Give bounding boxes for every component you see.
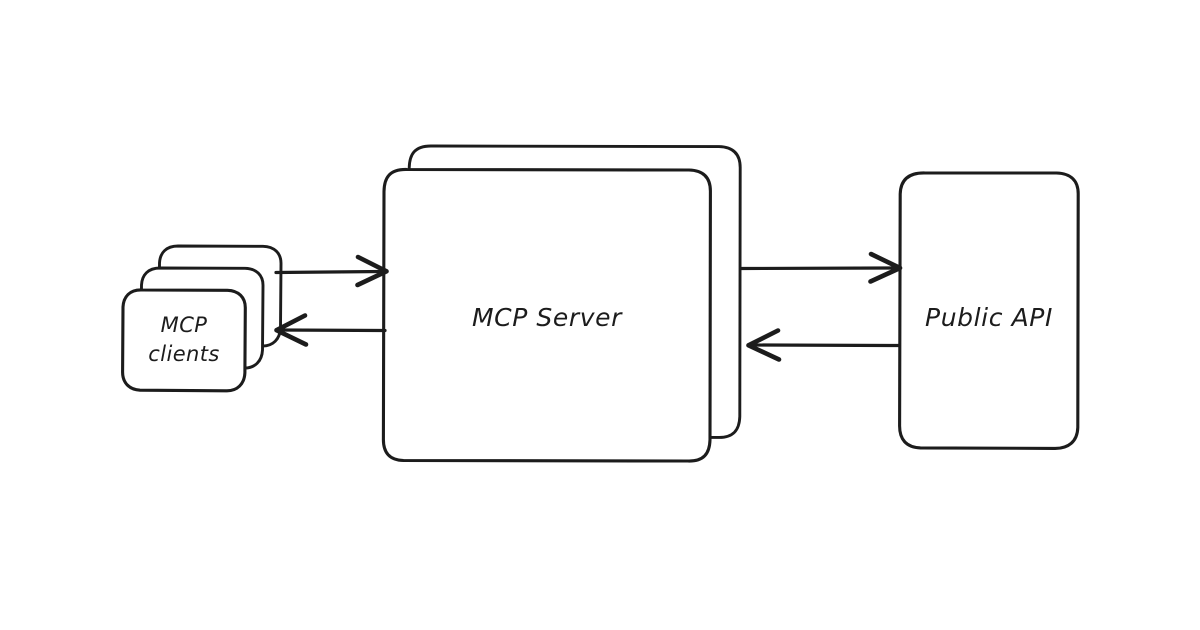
mcp-clients-box-front xyxy=(121,288,247,393)
public-api-box xyxy=(898,171,1080,450)
edge-api-to-server-line xyxy=(749,343,901,348)
edge-server-to-api[interactable] xyxy=(739,251,903,284)
node-mcp-clients[interactable]: MCP clients xyxy=(121,244,283,393)
edge-server-to-clients[interactable] xyxy=(274,313,387,347)
edge-api-to-server-arrowhead xyxy=(746,328,782,362)
mcp-clients-label-line2: clients xyxy=(148,342,219,366)
mcp-server-label: MCP Server xyxy=(472,303,623,332)
edge-api-to-server[interactable] xyxy=(746,328,901,362)
edge-clients-to-server-arrowhead xyxy=(355,254,389,288)
edge-server-to-clients-arrowhead xyxy=(274,313,309,347)
public-api-label: Public API xyxy=(925,303,1053,332)
edge-server-to-clients-line xyxy=(277,328,387,333)
edge-clients-to-server-line xyxy=(274,269,387,275)
edge-server-to-api-arrowhead xyxy=(868,251,903,284)
edge-server-to-api-line xyxy=(739,266,900,271)
node-public-api[interactable]: Public API xyxy=(898,171,1080,450)
edge-clients-to-server[interactable] xyxy=(274,254,389,288)
mcp-clients-label-line1: MCP xyxy=(161,313,208,337)
mcp-server-box-front xyxy=(381,167,712,463)
node-mcp-server[interactable]: MCP Server xyxy=(381,144,742,463)
